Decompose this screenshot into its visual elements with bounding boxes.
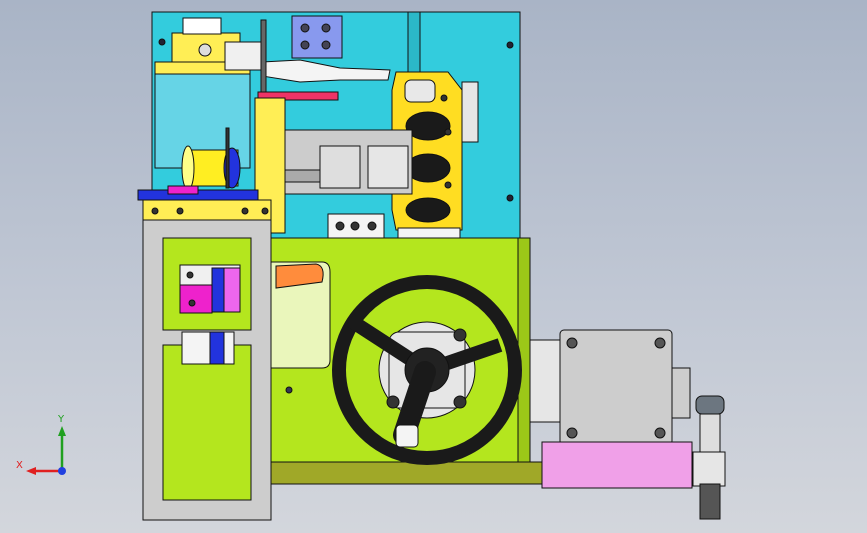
triad-y-label: Y: [58, 414, 65, 425]
clamp-plunger: [260, 19, 267, 93]
orange-handle: [275, 263, 324, 289]
handwheel[interactable]: [332, 275, 522, 465]
indexing-plunger[interactable]: [692, 395, 726, 520]
toggle-clamp-base: [291, 15, 343, 59]
white-arm: [224, 41, 266, 71]
coordinate-triad: [26, 426, 66, 475]
triad-x-label: X: [16, 460, 23, 471]
handle-window: [269, 261, 331, 369]
motor-body: [559, 329, 673, 446]
toggle-clamp-arm: [261, 59, 391, 83]
pink-pad: [541, 441, 693, 489]
